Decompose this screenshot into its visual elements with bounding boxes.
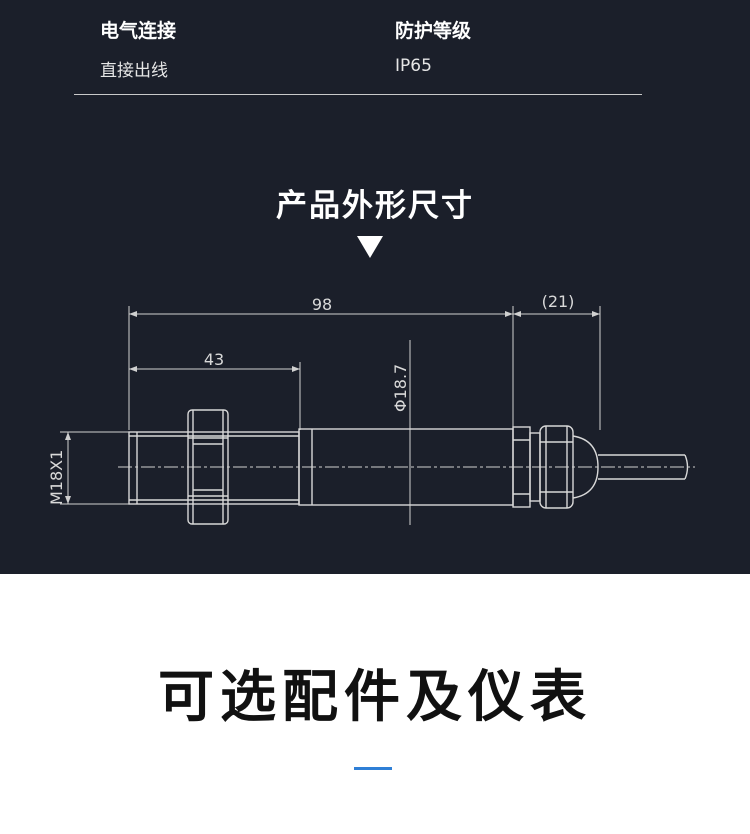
section-title-dimensions: 产品外形尺寸 [276, 188, 474, 224]
threaded-tube [128, 431, 300, 505]
spec-value-protection: IP65 [395, 56, 432, 76]
dim-label-thread-length: 43 [204, 350, 224, 369]
spec-divider [74, 94, 642, 95]
spec-value-connection: 直接出线 [100, 61, 168, 81]
dimension-drawing: 98 (21) 43 Φ18.7 M18X1 [47, 292, 695, 525]
dim-label-diameter: Φ18.7 [391, 364, 410, 412]
spec-label-connection: 电气连接 [100, 20, 177, 42]
section-title-accessories: 可选配件及仪表 [158, 665, 592, 730]
dim-label-cable: (21) [542, 292, 575, 311]
down-arrow-icon [357, 236, 383, 258]
dim-label-thread: M18X1 [47, 450, 66, 505]
spec-label-protection: 防护等级 [395, 20, 472, 42]
accent-underline [354, 767, 392, 770]
dim-label-total: 98 [312, 295, 332, 314]
